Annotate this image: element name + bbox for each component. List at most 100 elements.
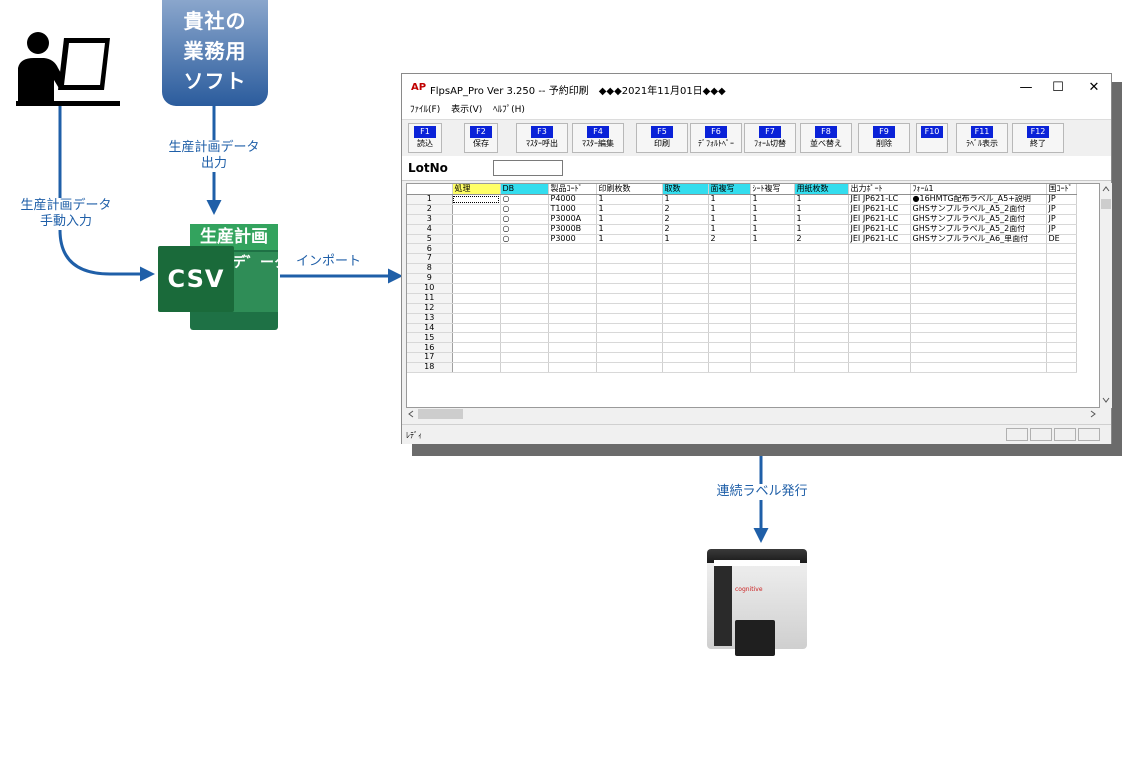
cell-form1[interactable] (910, 303, 1047, 314)
cell-process[interactable] (452, 283, 501, 294)
cell-form1[interactable]: ●16HMTG配布ラベル_A5+説明 (910, 194, 1047, 205)
cell-product-code[interactable]: P3000A (548, 214, 597, 225)
cell-print-count[interactable] (596, 323, 663, 334)
table-row[interactable]: 12 (407, 303, 1077, 314)
cell-output-port[interactable] (848, 352, 911, 364)
cell-db[interactable] (500, 293, 549, 304)
cell-country-code[interactable] (1046, 253, 1077, 265)
cell-process[interactable] (452, 323, 501, 334)
cell-country-code[interactable] (1046, 263, 1077, 275)
cell-process[interactable] (452, 263, 501, 275)
f10-button[interactable]: F10 (916, 123, 948, 153)
cell-process[interactable] (452, 332, 501, 344)
cell-db[interactable] (500, 342, 549, 354)
cell-sheet-copy[interactable] (750, 313, 795, 324)
cell-sheet-copy[interactable] (750, 253, 795, 265)
cell-db[interactable] (500, 303, 549, 314)
cell-sheet-copy[interactable] (750, 303, 795, 314)
cell-output-port[interactable] (848, 253, 911, 265)
cell-print-count[interactable]: 1 (596, 214, 663, 225)
cell-sheet-copy[interactable] (750, 342, 795, 354)
cell-country-code[interactable] (1046, 313, 1077, 324)
cell-paper-count[interactable] (794, 332, 849, 344)
cell-output-port[interactable] (848, 243, 911, 255)
cell-product-code[interactable] (548, 303, 597, 314)
cell-print-count[interactable] (596, 283, 663, 294)
cell-output-port[interactable] (848, 332, 911, 344)
cell-print-count[interactable] (596, 303, 663, 314)
cell-form1[interactable] (910, 253, 1047, 265)
cell-take-count[interactable]: 2 (662, 204, 709, 215)
cell-db[interactable] (500, 313, 549, 324)
cell-print-count[interactable]: 1 (596, 234, 663, 245)
table-row[interactable]: 10 (407, 283, 1077, 294)
cell-process[interactable] (452, 362, 501, 374)
cell-face-copy[interactable]: 1 (708, 224, 751, 235)
cell-face-copy[interactable] (708, 323, 751, 334)
cell-paper-count[interactable] (794, 293, 849, 304)
scroll-up-icon[interactable] (1102, 186, 1110, 192)
cell-product-code[interactable]: T1000 (548, 204, 597, 215)
cell-form1[interactable] (910, 342, 1047, 354)
cell-face-copy[interactable] (708, 303, 751, 314)
menu-help[interactable]: ﾍﾙﾌﾟ(H) (493, 105, 525, 115)
scroll-left-icon[interactable] (408, 410, 414, 418)
cell-face-copy[interactable] (708, 342, 751, 354)
cell-sheet-copy[interactable]: 1 (750, 194, 795, 205)
cell-print-count[interactable]: 1 (596, 194, 663, 205)
lot-number-input[interactable] (493, 160, 563, 176)
cell-form1[interactable]: GHSサンプルラベル_A6_単面付 (910, 234, 1047, 245)
cell-db[interactable] (500, 352, 549, 364)
cell-take-count[interactable] (662, 273, 709, 285)
cell-process[interactable] (452, 293, 501, 304)
cell-take-count[interactable] (662, 283, 709, 294)
cell-output-port[interactable] (848, 273, 911, 285)
cell-product-code[interactable]: P3000 (548, 234, 597, 245)
cell-paper-count[interactable] (794, 283, 849, 294)
cell-process[interactable] (452, 313, 501, 324)
cell-product-code[interactable] (548, 263, 597, 275)
table-row[interactable]: 16 (407, 342, 1077, 354)
cell-output-port[interactable] (848, 313, 911, 324)
cell-process[interactable] (452, 194, 501, 205)
cell-output-port[interactable] (848, 303, 911, 314)
cell-face-copy[interactable] (708, 293, 751, 304)
cell-db[interactable] (500, 243, 549, 255)
cell-take-count[interactable]: 2 (662, 224, 709, 235)
cell-sheet-copy[interactable] (750, 323, 795, 334)
cell-output-port[interactable] (848, 323, 911, 334)
cell-take-count[interactable] (662, 303, 709, 314)
cell-form1[interactable]: GHSサンプルラベル_A5_2面付 (910, 214, 1047, 225)
cell-sheet-copy[interactable] (750, 273, 795, 285)
table-row[interactable]: 9 (407, 273, 1077, 285)
table-row[interactable]: 15 (407, 332, 1077, 344)
cell-take-count[interactable] (662, 243, 709, 255)
cell-paper-count[interactable] (794, 313, 849, 324)
cell-take-count[interactable]: 2 (662, 214, 709, 225)
cell-face-copy[interactable]: 1 (708, 214, 751, 225)
cell-db[interactable] (500, 263, 549, 275)
cell-paper-count[interactable]: 2 (794, 234, 849, 245)
scroll-down-icon[interactable] (1102, 397, 1110, 403)
cell-product-code[interactable] (548, 253, 597, 265)
cell-output-port[interactable] (848, 263, 911, 275)
scroll-right-icon[interactable] (1090, 410, 1096, 418)
cell-print-count[interactable]: 1 (596, 224, 663, 235)
cell-db[interactable] (500, 273, 549, 285)
cell-country-code[interactable] (1046, 342, 1077, 354)
col-header-output-port[interactable]: 出力ﾎﾟｰﾄ (848, 184, 911, 195)
cell-db[interactable]: ○ (500, 234, 549, 245)
cell-face-copy[interactable]: 1 (708, 194, 751, 205)
cell-sheet-copy[interactable] (750, 362, 795, 374)
cell-take-count[interactable] (662, 352, 709, 364)
cell-country-code[interactable] (1046, 283, 1077, 294)
cell-db[interactable]: ○ (500, 214, 549, 225)
cell-print-count[interactable] (596, 313, 663, 324)
